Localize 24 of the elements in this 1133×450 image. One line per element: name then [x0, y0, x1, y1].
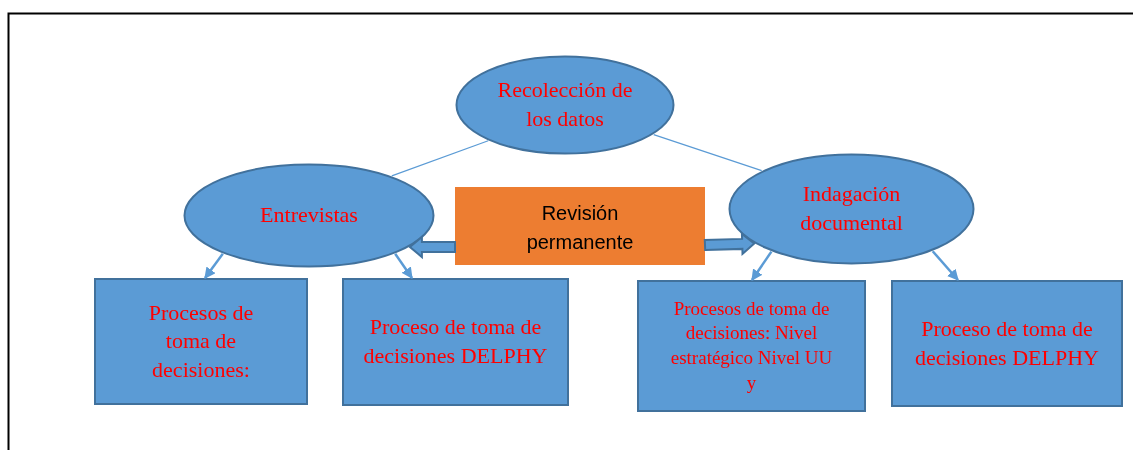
process-box [342, 278, 569, 406]
arrow [931, 250, 959, 281]
arrow [394, 253, 414, 279]
ellipse-node [728, 153, 975, 265]
block-arrow [408, 234, 456, 260]
arrow [750, 250, 773, 281]
node-text: Proceso de toma de decisiones DELPHY [363, 313, 548, 370]
process-box [637, 280, 866, 412]
node-text: Indagación documental [799, 180, 904, 237]
block-arrow [703, 231, 756, 257]
process-box [94, 278, 308, 405]
node-text: Revisión permanente [525, 201, 635, 255]
process-box [891, 280, 1123, 407]
node-text: Entrevistas [260, 201, 358, 230]
process-box [455, 187, 705, 265]
node-text: Recolección de los datos [496, 76, 634, 133]
connector-line [653, 134, 763, 172]
connector-line [391, 140, 489, 177]
arrow [204, 253, 224, 279]
ellipse-node [183, 163, 435, 268]
ellipse-node [455, 55, 675, 155]
node-text: Proceso de toma de decisiones DELPHY [914, 314, 1100, 372]
node-text: Procesos de toma de decisiones: [147, 298, 255, 384]
node-text: Procesos de toma de decisiones: Nivel estratégico Nivel UU y [669, 296, 834, 395]
